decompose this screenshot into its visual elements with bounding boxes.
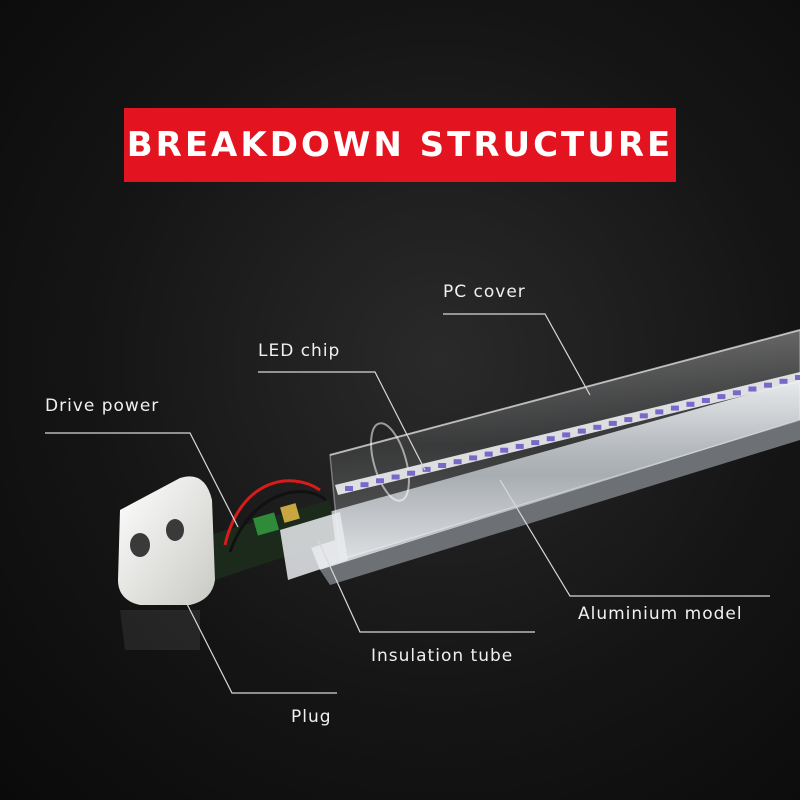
led-chip — [484, 451, 493, 457]
led-chip — [531, 440, 540, 446]
label-pc-cover: PC cover — [443, 282, 526, 302]
led-chip — [624, 417, 633, 423]
led-chip — [608, 420, 617, 426]
label-insulation-tube: Insulation tube — [371, 646, 514, 666]
callout-line-drive-power — [45, 432, 239, 528]
led-chip — [422, 466, 431, 472]
led-chip — [795, 375, 800, 380]
led-chip — [515, 443, 524, 449]
led-strip — [335, 372, 800, 495]
led-chip — [500, 447, 509, 453]
led-chip — [701, 398, 710, 403]
callout-line-pc-cover — [443, 313, 591, 396]
callout-line-aluminium-model — [499, 479, 770, 597]
title-banner: BREAKDOWN STRUCTURE — [124, 108, 676, 182]
drive-power-board — [210, 479, 335, 580]
led-chip — [407, 470, 416, 476]
led-chip — [670, 405, 679, 411]
led-chip — [593, 424, 602, 430]
label-drive-power: Drive power — [45, 396, 160, 416]
label-plug: Plug — [291, 707, 332, 727]
led-chip — [562, 432, 571, 438]
callout-lines — [45, 313, 770, 694]
led-chip — [469, 455, 478, 461]
led-chip — [732, 390, 741, 396]
label-led-chip: LED chip — [258, 341, 341, 361]
led-chip — [438, 463, 447, 468]
led-chip — [686, 401, 695, 407]
led-chip — [764, 382, 772, 388]
led-chip — [391, 474, 400, 480]
led-chip-row — [345, 375, 800, 491]
led-chip — [639, 413, 648, 419]
callout-line-insulation-tube — [317, 539, 535, 633]
led-chip — [717, 394, 726, 400]
led-chip — [376, 478, 384, 484]
led-chip — [577, 428, 586, 434]
led-chip — [779, 378, 788, 384]
led-chip — [748, 386, 757, 392]
led-chip — [453, 459, 462, 465]
callout-line-led-chip — [258, 371, 426, 471]
callout-line-plug — [184, 599, 337, 694]
led-chip — [655, 409, 664, 415]
led-chip — [360, 482, 369, 488]
banner-title: BREAKDOWN STRUCTURE — [126, 125, 674, 165]
led-chip — [546, 436, 555, 442]
plug-end-cap — [118, 476, 215, 650]
led-chip — [345, 486, 353, 491]
label-aluminium-model: Aluminium model — [578, 604, 743, 624]
insulation-tube — [280, 512, 348, 580]
